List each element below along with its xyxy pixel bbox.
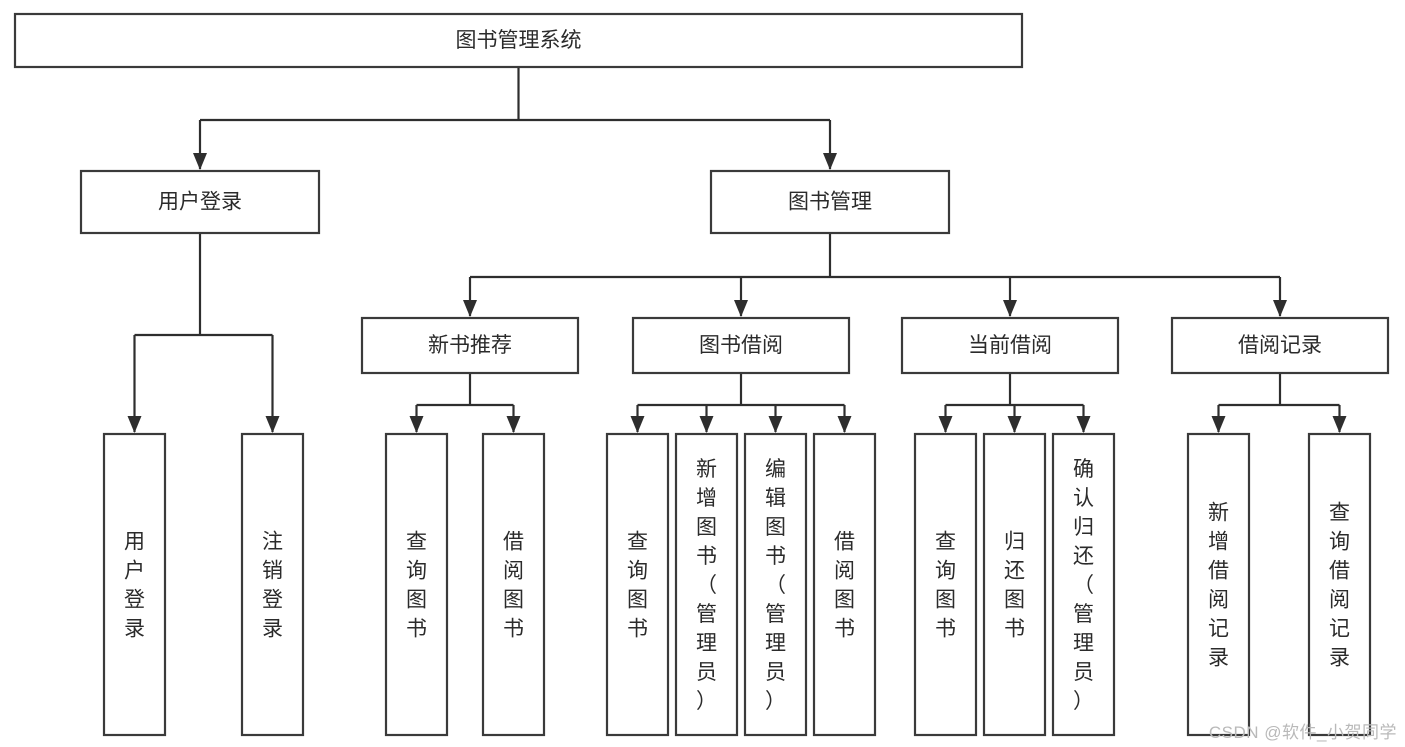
level3-node-borrow-record[interactable]: 借阅记录 xyxy=(1170,316,1390,375)
leaf-node-label: 查询图书 xyxy=(627,531,648,641)
arrow-head xyxy=(127,416,142,433)
node-box xyxy=(913,432,978,737)
leaf-node-label: 查询图书 xyxy=(935,531,956,641)
level3-node-current-borrow[interactable]: 当前借阅 xyxy=(900,316,1120,375)
level2-node-user-login[interactable]: 用户登录 xyxy=(79,169,321,235)
arrow-head xyxy=(1273,300,1287,317)
leaf-node-label: 新增借阅记录 xyxy=(1208,502,1229,670)
leaf-node-label: 查询借阅记录 xyxy=(1329,502,1350,670)
node-box xyxy=(481,432,546,737)
leaf-node-leaf-query-book-3[interactable]: 查询图书 xyxy=(913,432,978,737)
leaf-node-leaf-confirm-return[interactable]: 确认归还（管理员） xyxy=(1051,432,1116,737)
leaf-node-leaf-borrow-book-1[interactable]: 借阅图书 xyxy=(481,432,546,737)
arrow-head xyxy=(768,416,783,433)
node-box xyxy=(812,432,877,737)
node-box xyxy=(79,169,321,235)
arrow-head xyxy=(265,416,280,433)
node-box xyxy=(1051,432,1116,737)
arrow-head xyxy=(1007,416,1022,433)
root-node-root[interactable]: 图书管理系统 xyxy=(13,12,1024,69)
arrow-head xyxy=(837,416,852,433)
leaf-node-leaf-add-book[interactable]: 新增图书（管理员） xyxy=(674,432,739,737)
level3-node-new-book-rec[interactable]: 新书推荐 xyxy=(360,316,580,375)
edges-layer xyxy=(127,67,1347,433)
node-label: 新书推荐 xyxy=(428,334,512,357)
node-box xyxy=(102,432,167,737)
node-box xyxy=(1170,316,1390,375)
arrow-head xyxy=(193,153,207,170)
level2-node-book-manage[interactable]: 图书管理 xyxy=(709,169,951,235)
node-label: 用户登录 xyxy=(158,191,242,214)
leaf-node-label: 查询图书 xyxy=(406,531,427,641)
leaf-node-leaf-user-login[interactable]: 用户登录 xyxy=(102,432,167,737)
node-box xyxy=(631,316,851,375)
leaf-node-leaf-borrow-book-2[interactable]: 借阅图书 xyxy=(812,432,877,737)
leaf-node-leaf-query-book-2[interactable]: 查询图书 xyxy=(605,432,670,737)
node-box xyxy=(1186,432,1251,737)
leaf-node-label: 编辑图书（管理员） xyxy=(765,458,786,713)
node-box xyxy=(674,432,739,737)
leaf-node-leaf-edit-book[interactable]: 编辑图书（管理员） xyxy=(743,432,808,737)
node-box xyxy=(13,12,1024,69)
node-label: 图书管理系统 xyxy=(456,29,582,52)
node-label: 图书借阅 xyxy=(699,334,783,357)
node-box xyxy=(1307,432,1372,737)
node-box xyxy=(360,316,580,375)
leaf-node-label: 归还图书 xyxy=(1004,531,1025,641)
level3-node-book-borrow[interactable]: 图书借阅 xyxy=(631,316,851,375)
arrow-head xyxy=(938,416,953,433)
leaf-node-label: 新增图书（管理员） xyxy=(696,458,717,713)
arrow-head xyxy=(1076,416,1091,433)
arrow-head xyxy=(506,416,521,433)
arrow-head xyxy=(699,416,714,433)
node-label: 图书管理 xyxy=(788,191,872,214)
node-box xyxy=(982,432,1047,737)
arrow-head xyxy=(1332,416,1347,433)
leaf-node-leaf-logout[interactable]: 注销登录 xyxy=(240,432,305,737)
node-label: 借阅记录 xyxy=(1238,334,1322,357)
leaf-node-leaf-query-record[interactable]: 查询借阅记录 xyxy=(1307,432,1372,737)
node-box xyxy=(240,432,305,737)
csdn-watermark: CSDN @软件_小贺同学 xyxy=(1208,723,1397,742)
leaf-node-label: 借阅图书 xyxy=(503,531,524,641)
node-label: 当前借阅 xyxy=(968,334,1052,357)
node-box xyxy=(709,169,951,235)
leaf-node-leaf-return-book[interactable]: 归还图书 xyxy=(982,432,1047,737)
arrow-head xyxy=(823,153,837,170)
leaf-node-leaf-add-record[interactable]: 新增借阅记录 xyxy=(1186,432,1251,737)
leaf-node-label: 注销登录 xyxy=(262,531,283,641)
arrow-head xyxy=(1211,416,1226,433)
leaf-node-label: 确认归还（管理员） xyxy=(1073,458,1094,713)
leaf-node-label: 借阅图书 xyxy=(834,531,855,641)
node-box xyxy=(384,432,449,737)
node-box xyxy=(900,316,1120,375)
leaf-node-leaf-query-book-1[interactable]: 查询图书 xyxy=(384,432,449,737)
arrow-head xyxy=(409,416,424,433)
node-box xyxy=(743,432,808,737)
arrow-head xyxy=(463,300,477,317)
leaf-node-label: 用户登录 xyxy=(124,531,145,641)
arrow-head xyxy=(630,416,645,433)
node-box xyxy=(605,432,670,737)
nodes-layer: 图书管理系统用户登录图书管理新书推荐图书借阅当前借阅借阅记录用户登录注销登录查询… xyxy=(13,12,1390,737)
arrow-head xyxy=(1003,300,1017,317)
arrow-head xyxy=(734,300,748,317)
